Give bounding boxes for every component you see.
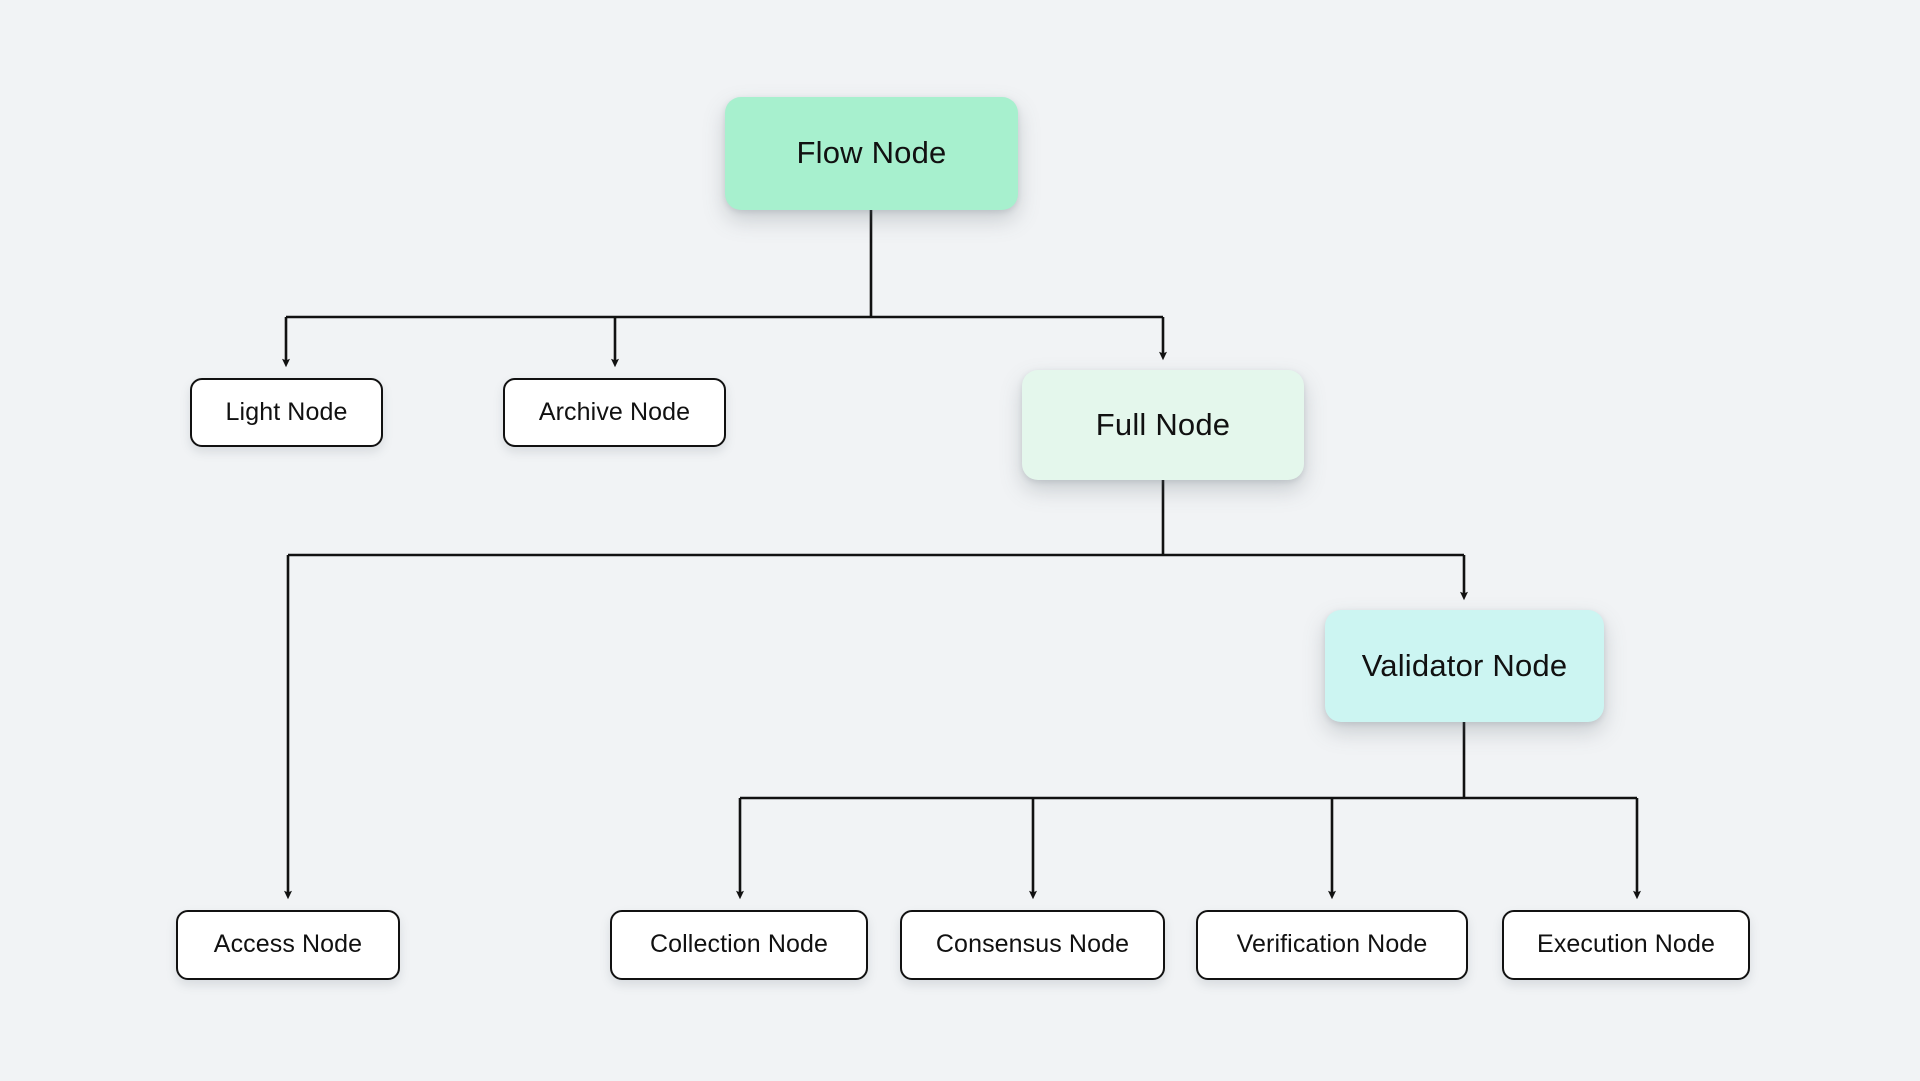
node-collection-node-label: Collection Node: [650, 930, 828, 959]
node-execution-node[interactable]: Execution Node: [1502, 910, 1750, 980]
node-light-node[interactable]: Light Node: [190, 378, 383, 447]
edge-flow-to-children: [282, 210, 1167, 368]
node-archive-node-label: Archive Node: [538, 397, 691, 426]
node-consensus-node-label: Consensus Node: [935, 930, 1130, 959]
node-light-node-label: Light Node: [225, 397, 348, 426]
node-flow-node-label: Flow Node: [796, 135, 947, 171]
node-full-node[interactable]: Full Node: [1022, 370, 1304, 480]
node-full-node-label: Full Node: [1095, 406, 1231, 442]
node-collection-node[interactable]: Collection Node: [610, 910, 868, 980]
edge-full-to-children: [284, 480, 1468, 900]
node-consensus-node[interactable]: Consensus Node: [900, 910, 1165, 980]
node-execution-node-label: Execution Node: [1537, 930, 1715, 959]
node-access-node-label: Access Node: [213, 930, 363, 959]
node-verification-node-label: Verification Node: [1236, 930, 1428, 959]
edge-validator-to-children: [736, 722, 1641, 900]
node-verification-node[interactable]: Verification Node: [1196, 910, 1468, 980]
node-flow-node[interactable]: Flow Node: [725, 97, 1018, 210]
node-validator-node-label: Validator Node: [1361, 647, 1568, 683]
node-validator-node[interactable]: Validator Node: [1325, 610, 1604, 722]
node-archive-node[interactable]: Archive Node: [503, 378, 726, 447]
node-access-node[interactable]: Access Node: [176, 910, 400, 980]
